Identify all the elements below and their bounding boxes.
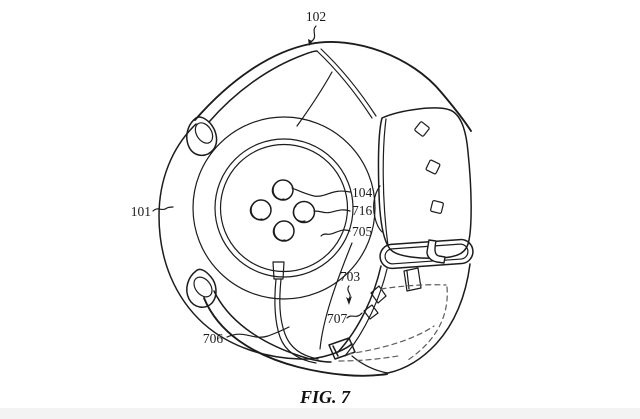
leader-716 <box>313 209 351 214</box>
reference-labels: 102 101 104 716 705 703 707 <box>131 9 373 346</box>
band-buckle <box>379 238 474 270</box>
band-lower-inner-edge <box>213 290 332 363</box>
band-hole-3 <box>430 200 444 214</box>
cable-line-a <box>274 278 317 364</box>
cable-line-b <box>279 278 319 360</box>
hidden-band-mid-dashed <box>347 325 435 355</box>
ref-label-101: 101 <box>131 204 174 219</box>
hidden-band-bottom-dashed <box>338 355 399 362</box>
ref-text-101: 101 <box>131 204 151 219</box>
hidden-band-right-dashed <box>407 286 448 361</box>
ref-label-703: 703 <box>340 269 361 305</box>
band-tip-right-edge <box>387 263 471 374</box>
arrowhead-703 <box>346 296 352 305</box>
sensor-window-bottom-shade <box>272 224 286 241</box>
band-face-panel <box>377 107 472 259</box>
band-lower-outer-edge <box>203 297 388 377</box>
back-plate-circle <box>192 116 376 300</box>
ref-text-706: 706 <box>203 331 224 346</box>
buckle-frame-inner <box>384 243 469 265</box>
sensor-window-bottom <box>273 220 295 242</box>
case-edge-hint <box>296 71 333 127</box>
leader-707 <box>346 312 363 319</box>
ref-text-104: 104 <box>352 185 373 200</box>
leader-705 <box>320 229 351 237</box>
watch-band <box>194 41 474 377</box>
ref-label-104: 104 <box>291 185 373 200</box>
buckle-frame-outer <box>379 238 474 270</box>
sensor-window-right-shade <box>292 205 306 222</box>
sensor-window-left-shade <box>249 203 263 220</box>
ref-text-102: 102 <box>306 9 326 24</box>
band-contact-1 <box>370 285 387 304</box>
band-top-outer-edge <box>194 41 472 132</box>
leader-101 <box>152 206 174 212</box>
cable-connector <box>272 261 285 280</box>
band-face-left-edge <box>382 118 389 247</box>
band-tip-left-edge-b <box>344 268 388 357</box>
band-connector-end-cap <box>328 337 356 360</box>
lug-bottom <box>186 268 217 308</box>
band-seam-line-b <box>320 48 377 117</box>
band-hole-1 <box>414 121 430 137</box>
ref-text-716: 716 <box>352 203 373 218</box>
sensor-window-left <box>250 199 272 221</box>
sensor-cable <box>272 261 319 364</box>
ref-label-716: 716 <box>313 203 373 218</box>
band-tip-end-edge <box>351 355 389 374</box>
ref-text-707: 707 <box>327 311 348 326</box>
band-keeper <box>403 267 422 292</box>
sensor-window-top <box>272 179 294 201</box>
buckle-prong <box>426 239 446 264</box>
case-outline <box>158 123 353 360</box>
band-tip-left-edge-a <box>337 265 382 353</box>
wrist-opening-edge <box>319 242 353 350</box>
sensor-window-top-shade <box>271 183 285 200</box>
band-seam-line-a <box>316 50 373 119</box>
ref-text-703: 703 <box>340 269 361 284</box>
leader-703 <box>347 285 351 300</box>
band-contact-2 <box>363 304 379 320</box>
ref-label-707: 707 <box>327 311 363 326</box>
sensor-array <box>249 179 316 242</box>
arrowhead-102 <box>308 38 315 46</box>
band-side-tab <box>373 185 383 233</box>
band-top-inner-edge <box>208 50 318 123</box>
footer-strip <box>0 408 640 419</box>
leader-104 <box>291 187 351 197</box>
ref-label-706: 706 <box>203 326 290 346</box>
lug-bottom-hole <box>193 276 213 298</box>
ref-label-705: 705 <box>320 224 373 239</box>
leader-706 <box>226 326 290 338</box>
leader-102 <box>311 25 317 42</box>
sensor-platform-ring-outer <box>214 138 354 278</box>
band-hole-2 <box>425 159 441 175</box>
figure-caption: FIG. 7 <box>299 387 351 407</box>
ref-text-705: 705 <box>352 224 373 239</box>
lug-top-hole <box>194 122 214 144</box>
sensor-platform-disc <box>219 143 349 273</box>
lug-top <box>186 116 218 156</box>
watch-case <box>158 71 376 360</box>
hidden-band-top-dashed <box>380 284 447 290</box>
ref-label-102: 102 <box>306 9 326 46</box>
